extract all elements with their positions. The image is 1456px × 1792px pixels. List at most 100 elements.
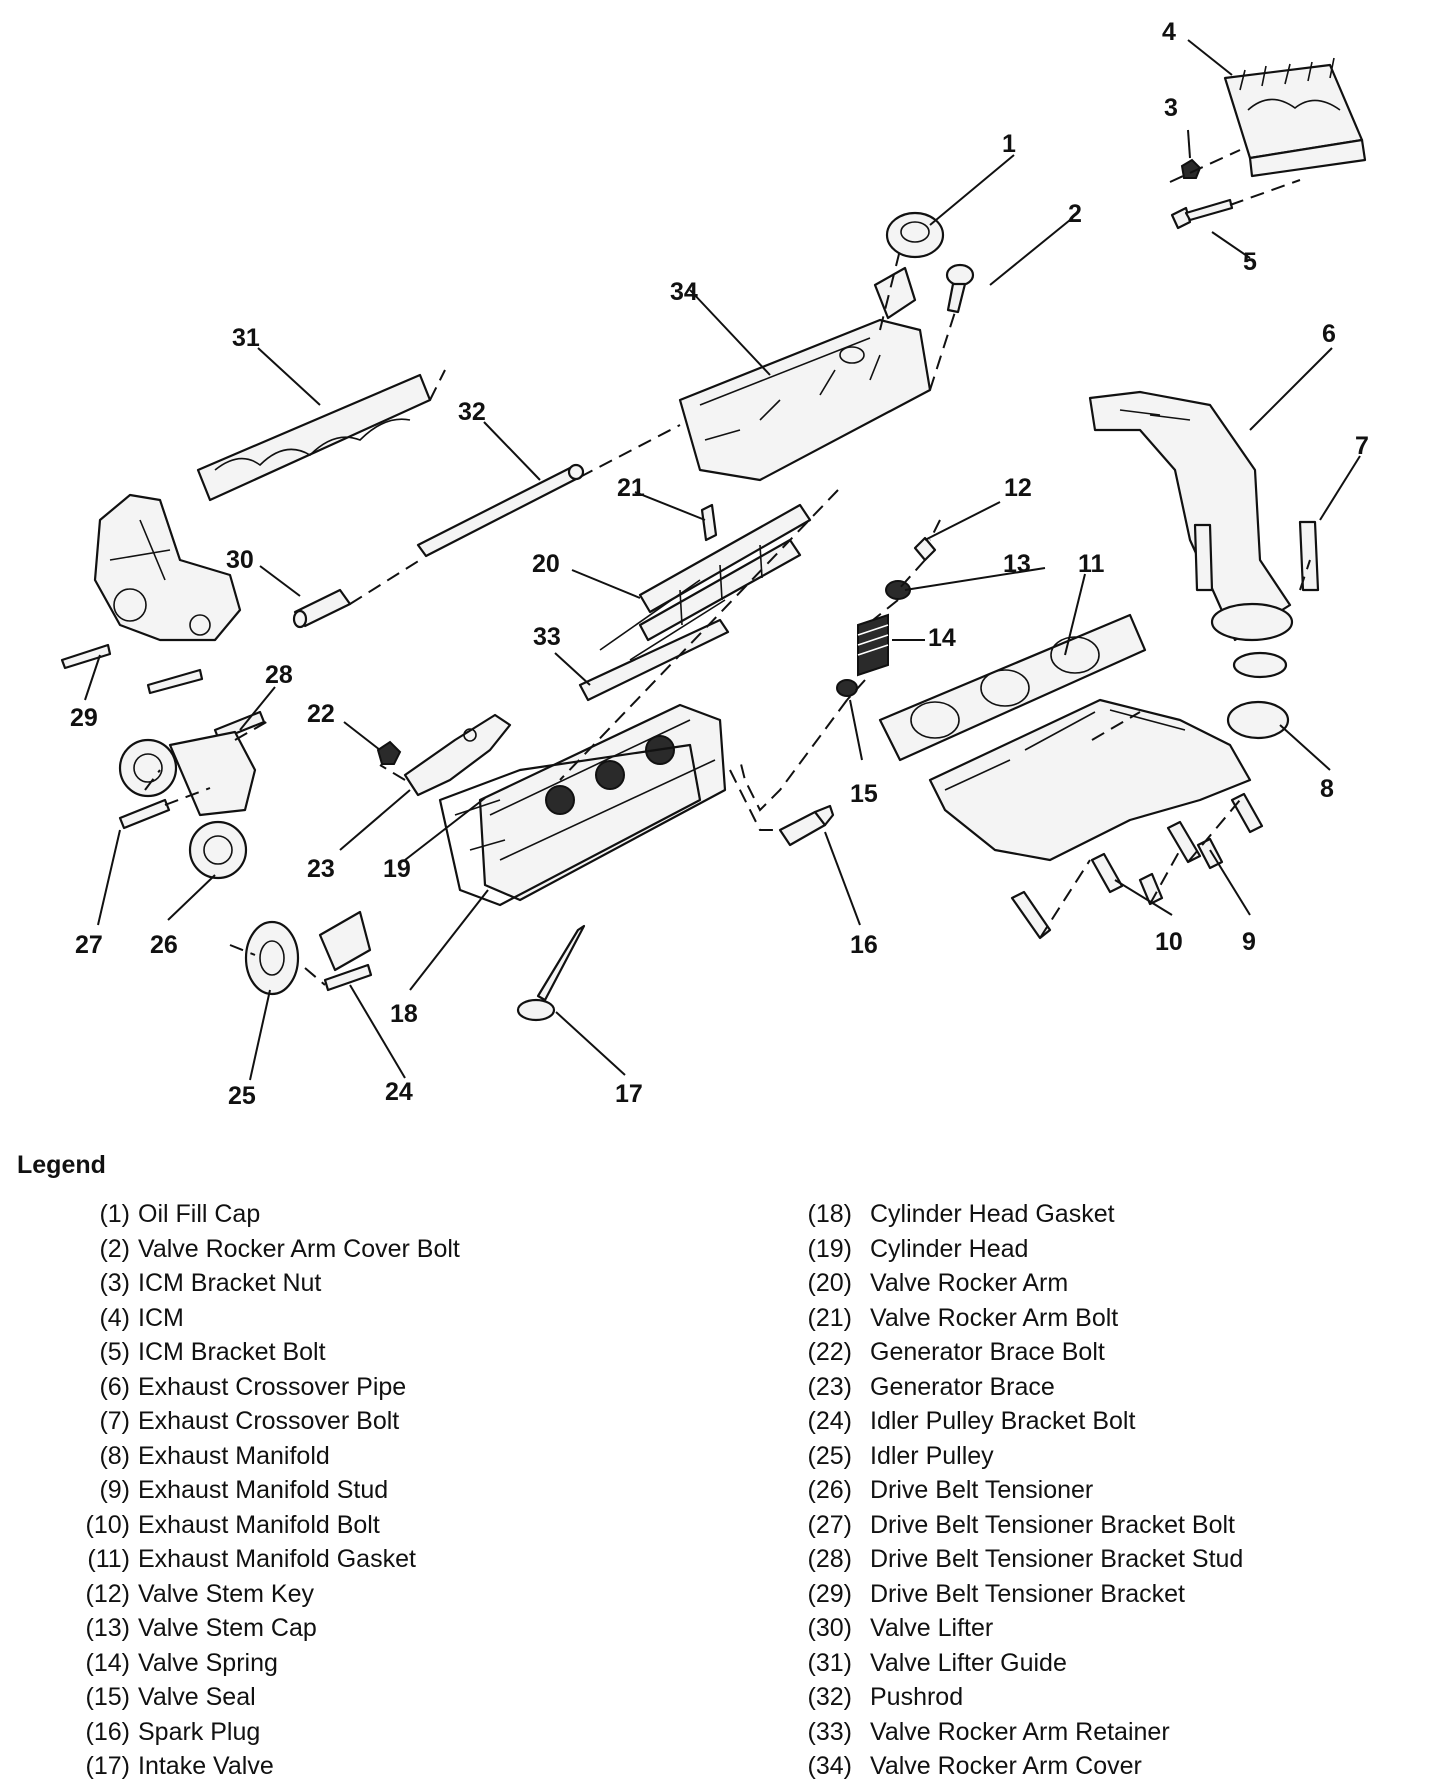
icm-part (1223, 57, 1367, 178)
legend-item-number: (33) (807, 1717, 852, 1746)
callout-13: 13 (1003, 550, 1031, 578)
legend-item-label: Valve Seal (138, 1683, 256, 1711)
callout-11: 11 (1078, 550, 1105, 578)
exhaust-manifold-gasket-part (878, 613, 1147, 762)
legend-item-number: (23) (807, 1372, 852, 1401)
callout-22: 22 (307, 700, 335, 728)
legend-item-number: (31) (807, 1648, 852, 1677)
callout-5: 5 (1243, 248, 1257, 276)
icm-bracket-nut-part (1180, 158, 1202, 179)
legend-item-number: (24) (807, 1407, 852, 1435)
rocker-cover-bolt-part (945, 263, 975, 314)
legend-item-number: (4) (99, 1303, 130, 1332)
callout-10: 10 (1155, 928, 1183, 956)
icm-bracket-bolt-part (1170, 198, 1234, 230)
legend-item-number: (1) (99, 1200, 130, 1228)
legend-item-label: Intake Valve (138, 1752, 274, 1780)
legend-item-number: (29) (807, 1579, 852, 1608)
callout-6: 6 (1322, 320, 1336, 348)
callout-19: 19 (383, 855, 411, 883)
callout-21: 21 (617, 474, 645, 502)
legend-item-number: (28) (807, 1545, 852, 1573)
callout-14: 14 (928, 624, 956, 652)
callout-7: 7 (1355, 432, 1369, 460)
exhaust-crossover-pipe-part (1088, 390, 1294, 679)
legend-item-label: Idler Pulley (870, 1441, 994, 1470)
legend-item-label: Oil Fill Cap (138, 1200, 261, 1228)
legend-item-number: (5) (99, 1338, 130, 1366)
legend-item-number: (15) (85, 1683, 130, 1711)
valve-spring-part (857, 613, 889, 677)
legend-item-label: Pushrod (870, 1683, 964, 1711)
legend-title: Legend (17, 1151, 106, 1179)
exploded-engine-diagram: 1 2 3 4 5 6 7 8 9 10 11 12 13 14 15 16 1… (60, 18, 1369, 1110)
legend-item-label: Exhaust Crossover Bolt (138, 1407, 400, 1435)
legend-item-number: (11) (87, 1545, 130, 1573)
legend-item-number: (21) (807, 1303, 852, 1332)
legend-item-label: ICM Bracket Bolt (138, 1338, 326, 1366)
callout-4: 4 (1162, 18, 1176, 46)
legend-item-label: Drive Belt Tensioner (870, 1476, 1094, 1504)
callout-8: 8 (1320, 775, 1334, 803)
legend-item-number: (6) (99, 1372, 130, 1401)
legend-item-label: Valve Stem Key (138, 1579, 315, 1608)
callout-16: 16 (850, 931, 878, 959)
callout-1: 1 (1002, 130, 1016, 158)
generator-brace-bolt-part (376, 740, 402, 765)
callout-26: 26 (150, 931, 178, 959)
legend-item-label: Cylinder Head Gasket (870, 1200, 1115, 1228)
callout-27: 27 (75, 931, 103, 959)
legend-item-label: Valve Rocker Arm Cover Bolt (138, 1234, 460, 1263)
pushrod-part (416, 463, 585, 558)
legend-item-label: ICM Bracket Nut (138, 1269, 322, 1297)
spark-plug-part (778, 804, 835, 847)
legend-item-number: (25) (807, 1441, 852, 1470)
legend-item-label: Exhaust Manifold Stud (138, 1476, 389, 1504)
callout-34: 34 (670, 278, 698, 306)
legend-item-number: (34) (807, 1752, 852, 1780)
legend-item-label: Valve Rocker Arm Bolt (870, 1303, 1119, 1332)
callout-28: 28 (265, 661, 293, 689)
legend-item-number: (7) (99, 1407, 130, 1435)
legend-item-number: (30) (807, 1614, 852, 1642)
callout-33: 33 (533, 623, 561, 651)
legend-item-label: Generator Brace Bolt (870, 1338, 1105, 1366)
legend-item-label: ICM (138, 1303, 184, 1332)
legend-item-label: Generator Brace (870, 1372, 1055, 1401)
rocker-arm-retainer-part (578, 579, 730, 702)
callout-24: 24 (385, 1078, 413, 1106)
assembly-lines (144, 149, 1311, 986)
legend-item-number: (14) (85, 1648, 130, 1677)
legend-item-label: Exhaust Manifold Bolt (138, 1510, 380, 1539)
generator-brace-part (403, 713, 512, 797)
callout-2: 2 (1068, 200, 1082, 228)
callout-30: 30 (226, 546, 254, 574)
callout-15: 15 (850, 780, 878, 808)
callout-20: 20 (532, 550, 560, 578)
rocker-arm-bolt-part (700, 503, 718, 542)
callout-18: 18 (390, 1000, 418, 1028)
legend-item-label: Idler Pulley Bracket Bolt (870, 1407, 1136, 1435)
legend-item-number: (27) (807, 1510, 852, 1539)
legend-item-label: Exhaust Manifold (138, 1441, 330, 1470)
valve-seal-part (836, 679, 858, 697)
tensioner-bracket-bolt-part (118, 798, 171, 830)
legend-item-label: Cylinder Head (870, 1234, 1029, 1263)
callout-32: 32 (458, 398, 486, 426)
legend-item-label: Valve Rocker Arm Cover (870, 1752, 1142, 1780)
exhaust-manifold-bolts (1010, 792, 1264, 940)
legend-item-number: (18) (807, 1200, 852, 1228)
exhaust-manifold-part (928, 698, 1290, 862)
rocker-arm-cover-part (678, 318, 932, 482)
legend-item-number: (13) (85, 1614, 130, 1642)
idler-pulley-part (244, 910, 372, 996)
valve-lifter-part (292, 588, 352, 629)
cylinder-head-gasket-part (438, 743, 702, 907)
legend-item-number: (10) (85, 1510, 130, 1539)
callout-12: 12 (1004, 474, 1032, 502)
intake-valve-part (516, 924, 586, 1022)
callout-29: 29 (70, 704, 98, 732)
tensioner-bracket-bolts (60, 643, 204, 695)
legend-item-number: (2) (99, 1234, 130, 1263)
legend-item-label: Spark Plug (138, 1717, 261, 1746)
